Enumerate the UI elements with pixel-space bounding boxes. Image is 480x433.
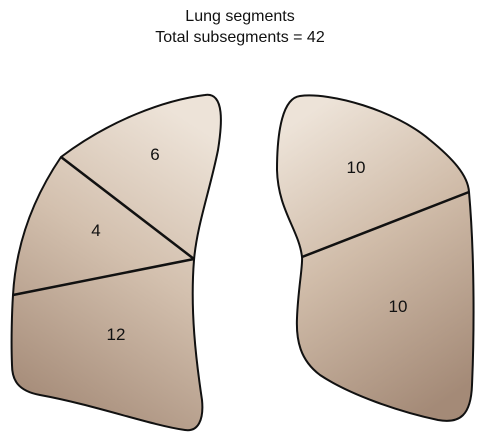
right-lung: 10 10 <box>277 95 474 420</box>
left-middle-segment-count: 4 <box>91 221 100 240</box>
right-upper-segment-count: 10 <box>347 158 366 177</box>
left-lung-outline <box>12 95 221 430</box>
right-lower-segment-count: 10 <box>389 297 408 316</box>
left-lung: 6 4 12 <box>12 95 221 430</box>
left-lower-segment-count: 12 <box>107 325 126 344</box>
right-lung-outline <box>277 95 474 420</box>
left-upper-segment-count: 6 <box>150 145 159 164</box>
